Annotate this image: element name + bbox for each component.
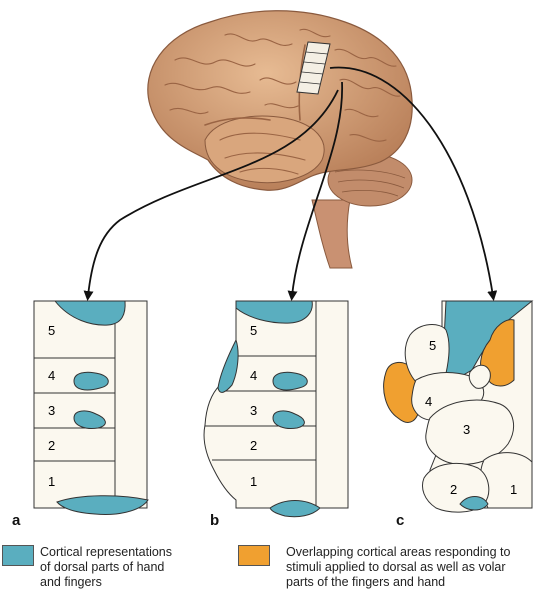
panel-a: 5 4 3 2 1 xyxy=(33,300,149,515)
digit-label-2: 2 xyxy=(250,438,257,453)
blue-area-finger-3 xyxy=(272,410,305,429)
brain-illustration xyxy=(147,10,413,269)
digit-label-4: 4 xyxy=(425,394,432,409)
blue-area-top xyxy=(53,300,126,326)
panel-letter-a: a xyxy=(12,512,21,529)
digit-label-3: 3 xyxy=(463,422,470,437)
arrows xyxy=(83,66,498,301)
digit-label-1: 1 xyxy=(510,482,517,497)
digit-label-4: 4 xyxy=(48,368,55,383)
legend-text-orange: Overlapping cortical areas responding to… xyxy=(286,545,511,589)
digit-label-2: 2 xyxy=(48,438,55,453)
blue-area-bottom xyxy=(56,495,149,515)
panel-letter-c: c xyxy=(396,512,405,529)
legend-swatch-orange xyxy=(238,545,270,566)
digit-label-4: 4 xyxy=(250,368,257,383)
blue-area-finger-3 xyxy=(73,410,106,429)
gyri xyxy=(164,28,401,175)
digit-label-1: 1 xyxy=(48,474,55,489)
digit-label-5: 5 xyxy=(250,323,257,338)
panel-b-outline xyxy=(203,300,349,509)
digit-label-3: 3 xyxy=(48,403,55,418)
blue-area-finger-4 xyxy=(73,371,109,391)
arrow-to-c xyxy=(329,66,498,301)
cortex-grid-marker xyxy=(296,41,331,95)
blue-area-finger-4 xyxy=(272,371,308,391)
blue-area-bottom xyxy=(269,500,321,518)
digit-label-5: 5 xyxy=(429,338,436,353)
temporal-lobe xyxy=(204,115,325,184)
legend-swatch-blue xyxy=(2,545,34,566)
digit-label-5: 5 xyxy=(48,323,55,338)
legend-text-blue: Cortical representations of dorsal parts… xyxy=(40,545,173,589)
arrow-to-b xyxy=(287,81,343,301)
panel-c: 5 4 3 2 1 xyxy=(383,300,534,513)
panel-b: 5 4 3 2 1 xyxy=(203,300,349,518)
panel-letter-b: b xyxy=(210,512,220,529)
blue-area-bottom xyxy=(459,496,489,511)
digit-label-1: 1 xyxy=(250,474,257,489)
digit-label-3: 3 xyxy=(250,403,257,418)
blue-area-side xyxy=(217,338,239,393)
brainstem xyxy=(311,199,353,269)
arrow-to-a xyxy=(83,89,339,301)
region-1 xyxy=(480,452,533,509)
blue-area-top xyxy=(235,300,313,324)
digit-label-2: 2 xyxy=(450,482,457,497)
